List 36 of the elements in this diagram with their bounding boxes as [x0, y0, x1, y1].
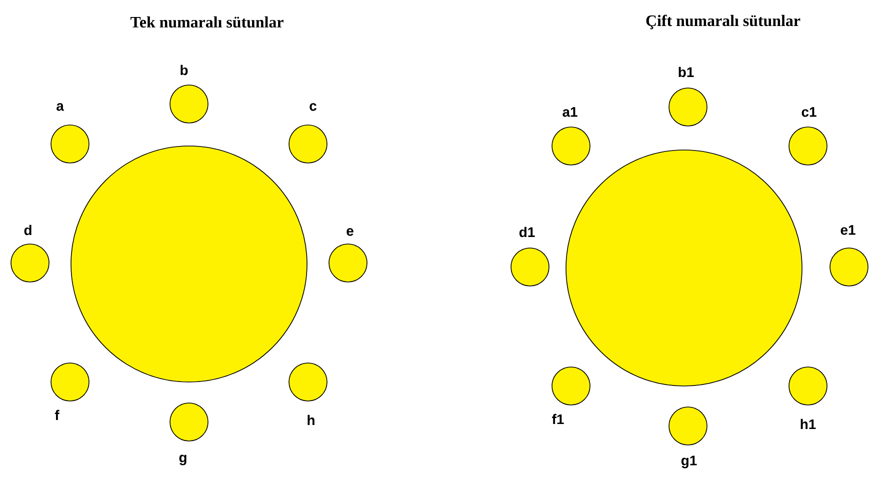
pillar-label: h — [308, 414, 314, 426]
pillar-circle — [668, 406, 708, 446]
pillar-label: f1 — [552, 414, 564, 424]
pillar-circle — [510, 248, 550, 286]
pillar-label: e — [346, 228, 354, 236]
pillar-circle — [170, 84, 208, 124]
pillar-circle — [788, 126, 828, 166]
pillar-label: b1 — [678, 66, 694, 78]
central-circle — [566, 150, 802, 386]
pillar-label: f — [54, 410, 60, 420]
pillar-circle — [788, 366, 828, 406]
pillar-circle — [552, 366, 590, 406]
pillar-circle — [10, 244, 50, 282]
pillar-label: a — [56, 103, 64, 111]
pillar-label: a1 — [562, 107, 578, 117]
heading: Çift numaralı sütunlar — [646, 14, 800, 30]
pillar-label: h1 — [800, 418, 816, 430]
pillar-circle — [552, 126, 590, 166]
central-circle — [70, 146, 308, 382]
pillar-circle — [288, 362, 328, 402]
pillar-circle — [328, 244, 368, 282]
pillar-circle — [50, 124, 90, 164]
pillar-label: c1 — [802, 107, 816, 117]
heading: Tek numaralı sütunlar — [130, 16, 284, 28]
pillar-circle — [50, 362, 90, 402]
pillar-label: g — [179, 454, 186, 466]
pillar-circle — [668, 88, 708, 126]
pillar-circle — [170, 402, 208, 442]
pillar-label: c — [310, 103, 316, 111]
pillar-label: e1 — [840, 225, 856, 235]
pillar-label: d1 — [519, 226, 535, 238]
pillar-label: b — [180, 64, 188, 76]
pillar-label: d — [24, 224, 32, 236]
pillar-circle — [288, 124, 328, 164]
pillar-label: g1 — [681, 456, 697, 468]
pillar-circle — [830, 248, 868, 286]
